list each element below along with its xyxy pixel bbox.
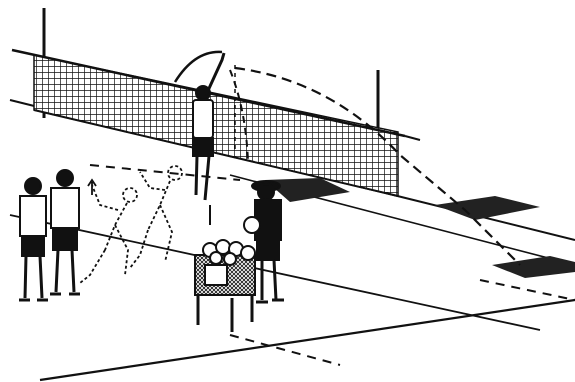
- hitter-legs: [196, 156, 209, 200]
- ball-cart-legs: [198, 295, 252, 332]
- coach-shoes: [256, 300, 284, 302]
- waiting-players: [19, 170, 80, 300]
- hitter-torso: [193, 100, 213, 138]
- court-right-dashed: [480, 280, 575, 300]
- net-antenna-line: [405, 136, 420, 140]
- approaching-hitters: [80, 166, 182, 283]
- coach-legs: [262, 260, 276, 300]
- waiting-player-2: [50, 170, 80, 294]
- approach-arrow-icon: [88, 180, 96, 195]
- coach-shorts: [257, 240, 279, 260]
- hitter-shorts: [193, 138, 213, 156]
- approach-hitter-1: [80, 185, 137, 283]
- coach-ball-icon: [244, 217, 260, 233]
- volleyball-net: [12, 8, 420, 196]
- court-side-dashed: [90, 165, 240, 180]
- court-baseline-near: [40, 300, 575, 380]
- waiting-player-1: [19, 178, 48, 300]
- target-mat-right: [435, 196, 540, 220]
- target-mat-corner: [492, 256, 575, 278]
- approach-hitter-2: [130, 166, 182, 268]
- ball-cart-label-plate: [205, 265, 227, 285]
- ball-cart: [195, 240, 255, 332]
- hitter-raised-arm: [206, 53, 224, 95]
- coach-head: [258, 184, 274, 200]
